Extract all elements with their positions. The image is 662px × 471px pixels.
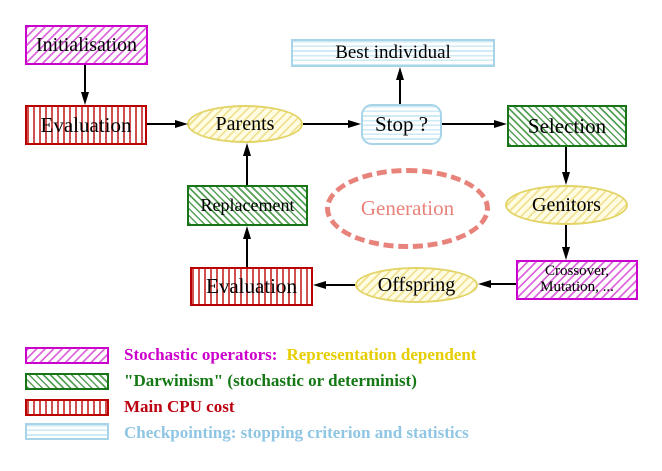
node-initialisation: Initialisation (25, 25, 148, 65)
node-crossover-mutation: Crossover, Mutation, ... (516, 260, 638, 300)
generation-loop-ellipse: Generation (325, 168, 490, 249)
node-selection: Selection (507, 105, 627, 147)
node-evaluation-bottom: Evaluation (190, 267, 313, 306)
node-stop: Stop ? (361, 104, 442, 145)
legend-representation-text: Representation dependent (286, 345, 477, 364)
legend-stochastic-text: Stochastic operators: (124, 345, 278, 364)
legend-label-stochastic-operators: Stochastic operators: Representation depe… (124, 345, 476, 365)
legend-swatch-darwinism (25, 373, 109, 390)
legend-swatch-stochastic-operators (25, 347, 109, 364)
node-evaluation-top: Evaluation (25, 105, 147, 145)
legend-swatch-checkpointing (25, 423, 109, 440)
legend-label-cpu-cost: Main CPU cost (124, 397, 235, 416)
legend-label-checkpointing: Checkpointing: stopping criterion and st… (124, 423, 469, 442)
node-genitors: Genitors (505, 185, 628, 225)
node-best-individual: Best individual (291, 39, 495, 67)
node-parents: Parents (187, 105, 303, 143)
legend-label-darwinism: "Darwinism" (stochastic or determinist) (124, 371, 417, 390)
node-offspring: Offspring (355, 267, 478, 303)
legend-swatch-cpu-cost (25, 399, 109, 416)
node-replacement: Replacement (187, 185, 308, 226)
crossover-line2: Mutation, ... (540, 279, 614, 295)
crossover-line1: Crossover, (545, 263, 609, 280)
